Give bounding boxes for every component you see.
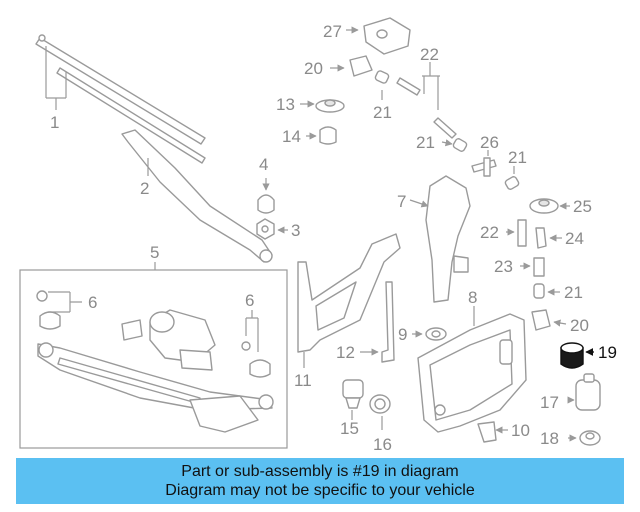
fitting-21-lower bbox=[533, 283, 560, 299]
callout-15: 15 bbox=[340, 419, 359, 438]
callout-27: 27 bbox=[323, 22, 342, 41]
nozzle-27 bbox=[346, 17, 411, 55]
hose-fitting-21-top bbox=[374, 70, 390, 100]
info-banner: Part or sub-assembly is #19 in diagram D… bbox=[16, 458, 624, 504]
callout-6-left: 6 bbox=[88, 293, 97, 312]
callout-21-lower: 21 bbox=[564, 283, 583, 302]
callout-13: 13 bbox=[276, 95, 295, 114]
callout-20-top: 20 bbox=[304, 59, 323, 78]
callout-16: 16 bbox=[373, 435, 392, 454]
callout-2: 2 bbox=[140, 179, 149, 198]
callout-14: 14 bbox=[282, 127, 301, 146]
banner-line-1: Part or sub-assembly is #19 in diagram bbox=[181, 463, 459, 480]
filler-neck-7 bbox=[409, 175, 471, 303]
hose-fitting-21-right bbox=[504, 166, 520, 190]
pump-15 bbox=[342, 379, 364, 420]
callout-21-mid: 21 bbox=[416, 133, 435, 152]
callout-20-lower: 20 bbox=[570, 316, 589, 335]
callout-23: 23 bbox=[494, 257, 513, 276]
bracket-11 bbox=[297, 233, 401, 368]
fitting-23 bbox=[520, 257, 545, 277]
callout-5: 5 bbox=[150, 243, 159, 262]
grommet-9 bbox=[412, 327, 447, 341]
callout-24: 24 bbox=[565, 229, 584, 248]
connector-20-top bbox=[330, 55, 373, 77]
rod-12 bbox=[360, 281, 395, 363]
parts-diagram: 1 2 4 3 bbox=[19, 17, 617, 454]
callout-18: 18 bbox=[540, 429, 559, 448]
callout-25: 25 bbox=[573, 197, 592, 216]
linkage-assembly-box bbox=[19, 262, 288, 449]
callout-8: 8 bbox=[468, 288, 477, 307]
connector-20-lower bbox=[531, 309, 567, 331]
check-valve-22 bbox=[396, 62, 457, 139]
wiper-blade bbox=[35, 34, 206, 164]
nozzle-13 bbox=[300, 99, 345, 113]
check-valve-22-right bbox=[506, 219, 527, 247]
grommet-18 bbox=[568, 430, 601, 446]
callout-22-top: 22 bbox=[420, 45, 439, 64]
wiper-arm bbox=[121, 129, 273, 263]
washer-pump-17 bbox=[567, 373, 601, 411]
cap-part-4 bbox=[257, 178, 275, 214]
highlighted-part-19 bbox=[560, 342, 594, 369]
callout-12: 12 bbox=[336, 343, 355, 362]
hose-fitting-21-mid bbox=[441, 138, 468, 152]
connector-24 bbox=[535, 227, 562, 249]
callout-7: 7 bbox=[397, 192, 406, 211]
callout-6-right: 6 bbox=[245, 291, 254, 310]
nozzle-25 bbox=[529, 198, 570, 214]
cap-14 bbox=[306, 126, 337, 145]
washer-reservoir-8 bbox=[417, 306, 527, 433]
t-connector-26 bbox=[471, 150, 497, 177]
callout-19: 19 bbox=[598, 343, 617, 362]
callout-17: 17 bbox=[540, 393, 559, 412]
banner-line-2: Diagram may not be specific to your vehi… bbox=[165, 482, 475, 499]
callout-3: 3 bbox=[291, 221, 300, 240]
callout-4: 4 bbox=[259, 155, 268, 174]
grommet-16 bbox=[369, 394, 391, 430]
callout-10: 10 bbox=[511, 421, 530, 440]
callout-9: 9 bbox=[398, 325, 407, 344]
callout-22-right: 22 bbox=[480, 223, 499, 242]
callout-11: 11 bbox=[294, 371, 312, 390]
clip-10 bbox=[477, 421, 508, 443]
callout-21-top: 21 bbox=[373, 103, 392, 122]
callout-1: 1 bbox=[50, 113, 59, 132]
callout-26: 26 bbox=[480, 133, 499, 152]
callout-21-right: 21 bbox=[508, 148, 527, 167]
nut-part-3 bbox=[256, 218, 288, 240]
